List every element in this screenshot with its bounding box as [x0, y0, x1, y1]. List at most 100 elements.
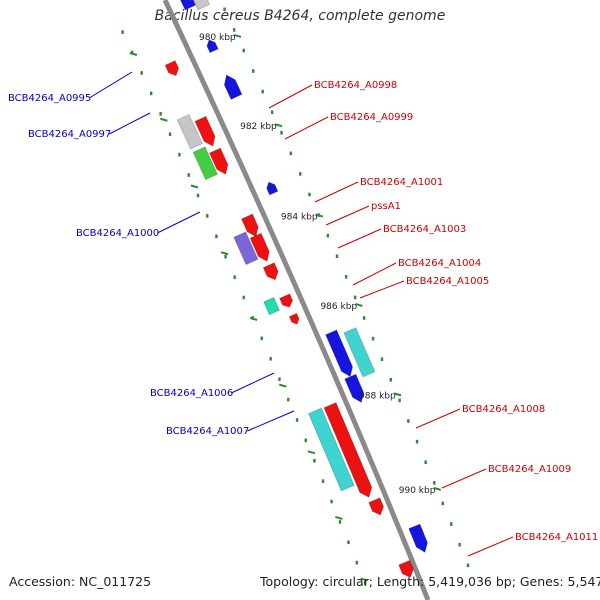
forward-gene-label[interactable]: BCB4264_A1008 [462, 404, 545, 415]
scale-dot [458, 542, 461, 547]
scale-dot [149, 91, 153, 96]
scale-dot [424, 460, 427, 465]
scale-dot [242, 48, 245, 53]
gene-forward-feature[interactable] [278, 293, 295, 309]
scale-dot [330, 499, 333, 504]
gene-other-feature[interactable] [307, 407, 355, 492]
gene-other-feature[interactable] [343, 327, 376, 378]
forward-gene-label[interactable]: BCB4264_A1003 [383, 224, 466, 235]
scale-dot [168, 132, 172, 137]
kbp-tick-label: 988 kbp [359, 391, 396, 401]
scale-dot [433, 481, 436, 485]
reverse-gene-label[interactable]: BCB4264_A1007 [166, 426, 249, 437]
scale-dot [287, 397, 290, 402]
feature-layer [164, 0, 431, 579]
gene-forward-feature[interactable] [249, 232, 272, 263]
kbp-tick-mark [315, 213, 324, 218]
scale-dot [313, 458, 316, 463]
scale-dot [355, 560, 359, 565]
scale-dot [224, 254, 227, 259]
genome-summary-text: Topology: circular; Length: 5,419,036 bp… [260, 574, 600, 589]
gene-other-feature[interactable] [192, 146, 219, 181]
accession-text: Accession: NC_011725 [9, 574, 152, 589]
gene-other-feature[interactable] [176, 113, 204, 150]
gene-forward-feature[interactable] [164, 59, 181, 78]
scale-dot [347, 540, 350, 545]
gene-forward-feature[interactable] [262, 262, 280, 282]
scale-dot [398, 398, 401, 403]
gene-forward-feature[interactable] [208, 147, 231, 177]
gene-other-feature[interactable] [185, 0, 211, 11]
scale-dot [362, 316, 366, 320]
gene-reverse-feature[interactable] [408, 523, 431, 554]
scale-tick-mark [335, 515, 343, 520]
scale-tick-mark [249, 316, 258, 321]
gene-reverse-feature[interactable] [325, 329, 356, 379]
scale-dot [326, 233, 330, 238]
kbp-tick-label: 984 kbp [281, 213, 318, 223]
genome-backbone [162, 0, 431, 600]
forward-gene-label[interactable]: BCB4264_A1004 [398, 258, 481, 269]
scale-dot [304, 438, 307, 443]
scale-dot [252, 69, 255, 73]
reverse-label-leader [231, 372, 275, 394]
kbp-tick-mark [393, 392, 402, 397]
scale-dot [187, 173, 190, 177]
forward-gene-label[interactable]: BCB4264_A1009 [488, 464, 571, 475]
scale-dot [380, 357, 384, 362]
scale-dot [159, 111, 162, 116]
reverse-label-leader [109, 112, 151, 135]
gene-reverse-feature[interactable] [176, 0, 197, 11]
forward-gene-label[interactable]: BCB4264_A0998 [314, 80, 397, 91]
forward-gene-label[interactable]: pssA1 [371, 201, 401, 212]
label-line-layer [89, 71, 514, 557]
gene-forward-feature[interactable] [398, 559, 416, 579]
scale-dot [344, 275, 348, 279]
gene-reverse-feature[interactable] [205, 38, 219, 54]
forward-gene-label[interactable]: BCB4264_A1011 [515, 532, 598, 543]
scale-tick-mark [190, 184, 199, 189]
scale-tick-mark [360, 577, 368, 582]
reverse-label-leader [247, 410, 295, 432]
scale-dot [466, 563, 470, 568]
reverse-gene-label[interactable]: BCB4264_A0995 [8, 93, 91, 104]
gene-other-feature[interactable] [233, 231, 259, 266]
scale-dot [308, 192, 311, 197]
kbp-tick-mark [433, 486, 442, 491]
forward-label-leader [441, 468, 487, 489]
forward-gene-label[interactable]: BCB4264_A0999 [330, 112, 413, 123]
scale-dot [130, 50, 134, 55]
scale-dot [289, 151, 293, 156]
scale-tick-mark [160, 117, 168, 122]
gene-reverse-feature[interactable] [344, 373, 367, 404]
scale-dot [269, 356, 272, 361]
gene-forward-feature[interactable] [368, 497, 386, 517]
scale-tick-mark [307, 450, 316, 455]
scale-dot [335, 254, 339, 259]
forward-gene-label[interactable]: BCB4264_A1005 [406, 276, 489, 287]
gene-reverse-feature[interactable] [221, 73, 243, 101]
kbp-tick-mark [355, 303, 363, 307]
gene-forward-feature[interactable] [323, 401, 375, 500]
reverse-gene-label[interactable]: BCB4264_A0997 [28, 129, 111, 140]
reverse-gene-label[interactable]: BCB4264_A1000 [76, 228, 159, 239]
scale-dot [215, 234, 218, 239]
scale-dot [242, 295, 245, 300]
scale-dot [223, 7, 226, 12]
reverse-gene-label[interactable]: BCB4264_A1006 [150, 388, 233, 399]
gene-other-feature[interactable] [263, 296, 281, 316]
gene-forward-feature[interactable] [288, 312, 300, 325]
scale-dot [260, 336, 263, 341]
forward-label-leader [268, 84, 313, 109]
scale-dot [363, 581, 367, 585]
gene-reverse-feature[interactable] [265, 180, 279, 196]
gene-forward-feature[interactable] [194, 115, 218, 148]
forward-label-leader [359, 280, 405, 299]
gene-forward-feature[interactable] [240, 213, 262, 239]
forward-gene-label[interactable]: BCB4264_A1001 [360, 177, 443, 188]
forward-label-leader [314, 181, 359, 203]
reverse-label-leader [89, 71, 133, 99]
forward-label-leader [284, 116, 329, 140]
scale-dot [178, 152, 181, 157]
